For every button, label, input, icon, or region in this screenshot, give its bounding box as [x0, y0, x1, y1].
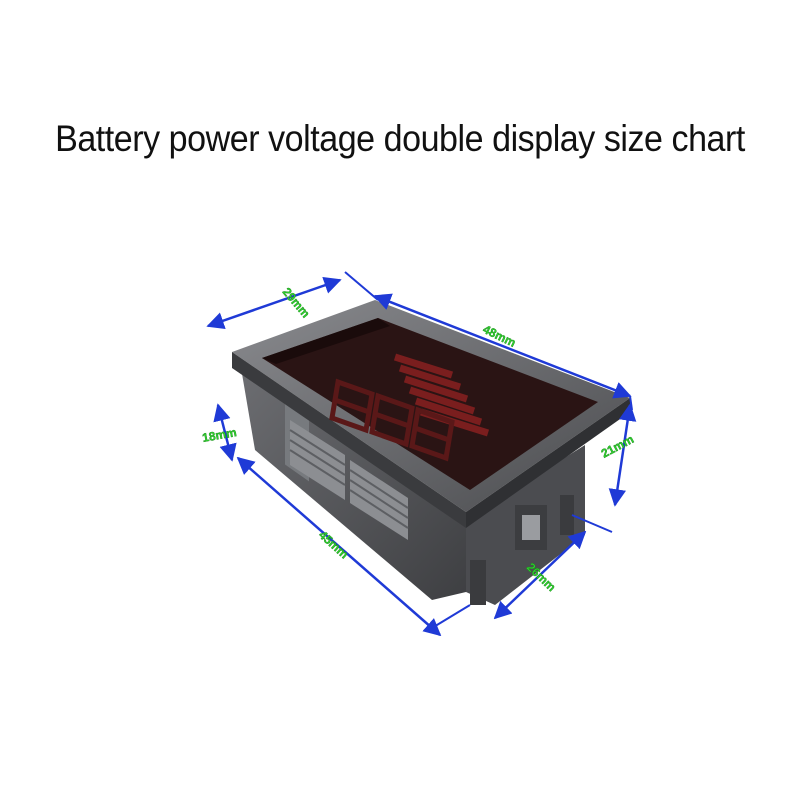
page-title: Battery power voltage double display siz…	[55, 118, 745, 159]
seven-segment-digits-icon	[329, 378, 455, 462]
dim-label-45mm: 45mm	[316, 528, 351, 562]
dim-line-29mm	[206, 276, 342, 330]
dim-label-18mm: 18mm	[201, 425, 238, 445]
dim-line-26mm	[493, 530, 587, 620]
dim-line-48mm	[373, 293, 632, 399]
dim-label-21mm: 21mm	[599, 432, 636, 461]
dim-line-45mm	[236, 456, 442, 637]
dim-line-21mm	[608, 403, 637, 507]
dim-line-18mm	[213, 403, 237, 462]
dimension-lines	[206, 271, 637, 637]
